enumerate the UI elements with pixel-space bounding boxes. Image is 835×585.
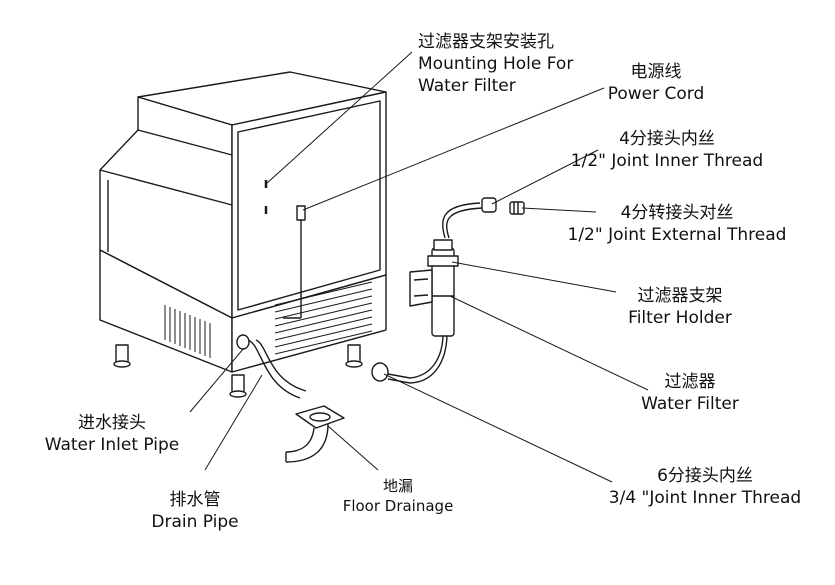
label-filter-mounting-hole-zh: 过滤器支架安装孔 (418, 32, 554, 52)
power-cord (283, 205, 306, 319)
label-half-external-thread-en: 1/2" Joint External Thread (567, 225, 787, 245)
label-filter-holder-en: Filter Holder (628, 308, 732, 328)
label-floor-drainage-zh: 地漏 (382, 477, 413, 495)
label-half-inner-thread: 4分接头内丝 1/2" Joint Inner Thread (552, 128, 782, 172)
label-drain-pipe-zh: 排水管 (169, 490, 221, 510)
label-filter-mounting-hole-en1: Mounting Hole For (418, 54, 574, 74)
label-half-external-thread: 4分转接头对丝 1/2" Joint External Thread (548, 202, 806, 246)
label-power-cord-en: Power Cord (607, 84, 705, 104)
label-water-inlet-zh: 进水接头 (78, 413, 146, 433)
label-water-filter-en: Water Filter (641, 394, 739, 414)
water-filter-assembly (371, 197, 525, 384)
label-floor-drainage: 地漏 Floor Drainage (330, 476, 466, 516)
label-power-cord-zh: 电源线 (630, 62, 682, 82)
label-three-quarter-inner-thread-zh: 6分接头内丝 (657, 466, 753, 486)
label-drain-pipe: 排水管 Drain Pipe (140, 489, 250, 533)
label-half-external-thread-zh: 4分转接头对丝 (620, 203, 734, 223)
leader-lines (189, 51, 649, 483)
label-water-inlet: 进水接头 Water Inlet Pipe (22, 412, 202, 456)
label-drain-pipe-en: Drain Pipe (151, 512, 239, 532)
drain-and-floor-drain (285, 405, 345, 463)
label-three-quarter-inner-thread: 6分接头内丝 3/4 "Joint Inner Thread (596, 465, 814, 509)
label-floor-drainage-en: Floor Drainage (342, 497, 454, 515)
label-filter-mounting-hole-en2: Water Filter (418, 76, 516, 96)
label-half-inner-thread-en: 1/2" Joint Inner Thread (570, 151, 764, 171)
label-water-filter-zh: 过滤器 (664, 372, 716, 392)
label-power-cord: 电源线 Power Cord (596, 61, 716, 105)
label-water-inlet-en: Water Inlet Pipe (44, 435, 180, 455)
label-filter-holder: 过滤器支架 Filter Holder (610, 285, 750, 329)
label-half-inner-thread-zh: 4分接头内丝 (619, 129, 715, 149)
label-water-filter: 过滤器 Water Filter (628, 371, 752, 415)
label-filter-mounting-hole: 过滤器支架安装孔 Mounting Hole For Water Filter (418, 31, 573, 97)
ice-machine (99, 71, 387, 398)
label-filter-holder-zh: 过滤器支架 (637, 286, 723, 306)
water-inlet-fitting (236, 334, 307, 399)
label-three-quarter-inner-thread-en: 3/4 "Joint Inner Thread (608, 488, 802, 508)
